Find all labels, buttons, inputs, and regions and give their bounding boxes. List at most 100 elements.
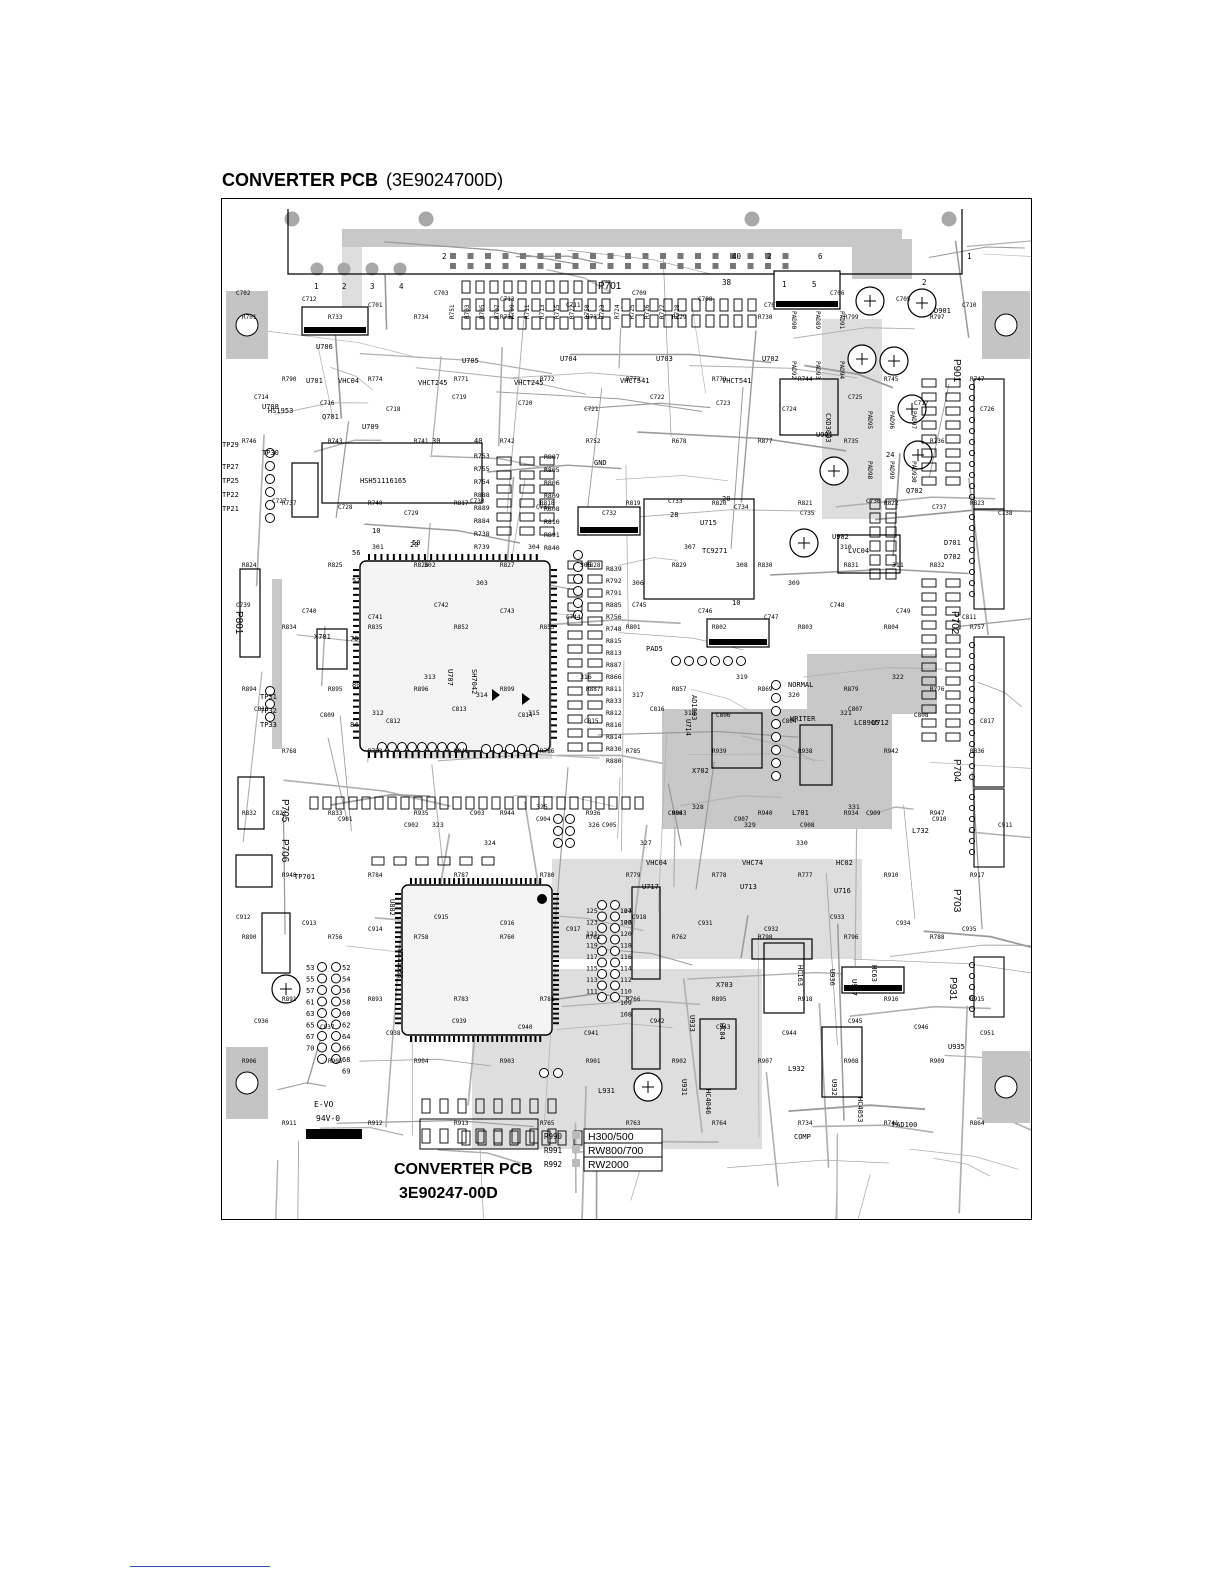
ic-pin: [473, 554, 476, 560]
misc-label: X702: [692, 767, 709, 775]
resistor-ref: R783: [454, 996, 469, 1003]
smd-component: [587, 602, 603, 612]
trace: [306, 1031, 324, 1085]
capacitor-mark: [798, 537, 810, 549]
resistor-ref: R756: [606, 613, 622, 621]
trace: [335, 421, 350, 518]
resistor-ref: R798: [758, 934, 773, 941]
smd-component: [921, 392, 937, 402]
pad-number: 325: [536, 803, 548, 811]
misc-label: D901: [934, 307, 951, 315]
ic-pin: [515, 1036, 518, 1042]
test-pad: [610, 969, 620, 979]
pin-marker-number: 10: [732, 599, 740, 607]
ic-pin: [353, 606, 359, 609]
ic-pin: [395, 983, 401, 986]
ic-pin: [551, 711, 557, 714]
side-connector: [973, 636, 1005, 788]
connector-pin: [467, 263, 474, 269]
pad-number: 123: [586, 919, 598, 927]
pad-number: 311: [892, 561, 904, 569]
smd-component: [539, 484, 555, 494]
resistor-ref: R909: [930, 1058, 945, 1065]
capacitor-ref: C742: [434, 602, 449, 609]
smd-component: [705, 298, 715, 312]
trace: [727, 1159, 890, 1169]
resistor-ref: R948: [282, 872, 297, 879]
smd-component: [885, 498, 897, 510]
capacitor-ref: C729: [404, 510, 419, 517]
ic-body: [821, 1026, 863, 1098]
connector-pin: [537, 253, 544, 259]
test-pad: [771, 693, 781, 703]
trace: [740, 735, 815, 762]
capacitor-ref: C812: [386, 718, 401, 725]
ic-pin: [462, 1036, 465, 1042]
smd-component: [519, 498, 535, 508]
pad-number: 69: [342, 1068, 350, 1076]
resistor-ref: R899: [500, 686, 515, 693]
resistor-ref: R707: [494, 304, 501, 319]
smd-component: [569, 796, 579, 810]
test-pad: [317, 1008, 327, 1018]
connector-pin: [695, 253, 701, 259]
capacitor-ref: C726: [980, 406, 995, 413]
test-pad: [597, 946, 607, 956]
ic-pin: [551, 705, 557, 708]
pad-number: 67: [306, 1033, 314, 1041]
connector-pad: [968, 524, 976, 532]
ic-pin: [417, 554, 420, 560]
resistor-ref: R827: [500, 562, 515, 569]
resistor-ref: R824: [242, 562, 257, 569]
resistor-ref: R748: [606, 625, 622, 633]
ic-pin: [553, 983, 559, 986]
resistor-ref: R770: [712, 376, 727, 383]
capacitor-ref: C916: [500, 920, 515, 927]
connector-pad: [968, 568, 976, 576]
ic-ref: U936: [828, 969, 836, 986]
test-pad: [671, 656, 681, 666]
resistor-ref: R889: [474, 504, 490, 512]
trace: [430, 356, 442, 455]
resistor-ref: R804: [884, 624, 899, 631]
ic-pin: [553, 916, 559, 919]
option-ref: R992: [544, 1160, 562, 1169]
smd-component: [539, 512, 555, 522]
test-pad: [331, 1031, 341, 1041]
smd-component: [543, 796, 553, 810]
ic-pin: [473, 752, 476, 758]
ic-pin: [395, 897, 401, 900]
pad-number: 65: [306, 1022, 314, 1030]
smd-component: [478, 796, 488, 810]
connector-pad: [968, 773, 976, 781]
resistor-ref: R780: [540, 872, 555, 879]
pad-number: 118: [620, 942, 632, 950]
capacitor-ref: C904: [536, 816, 551, 823]
connector-pin: [572, 263, 579, 269]
smd-component: [503, 316, 513, 330]
smd-component: [493, 1130, 503, 1146]
smd-component: [475, 1098, 485, 1114]
ic-pin: [553, 926, 559, 929]
trace: [255, 434, 265, 587]
resistor-ref: R939: [712, 748, 727, 755]
pad-number: 124: [620, 907, 632, 915]
copper-pour: [272, 579, 282, 749]
smd-component: [426, 796, 436, 810]
ic-ref: U901: [816, 431, 833, 439]
capacitor-ref: C903: [470, 810, 485, 817]
resistor-ref: R722: [569, 304, 576, 319]
connector-pin: [782, 253, 789, 259]
resistor-ref: R773: [626, 376, 641, 383]
ic-pin: [438, 1036, 441, 1042]
test-pad: [331, 996, 341, 1007]
ic-pin: [553, 998, 559, 1001]
ic-part: VHCT541: [722, 377, 752, 385]
trace: [818, 1003, 830, 1168]
trace: [516, 255, 603, 265]
option-model: H300/500: [588, 1131, 634, 1143]
ic-pin: [448, 878, 451, 884]
ic-pin: [430, 752, 433, 758]
smd-component: [869, 512, 881, 524]
footer-link-rule: [130, 1566, 270, 1567]
